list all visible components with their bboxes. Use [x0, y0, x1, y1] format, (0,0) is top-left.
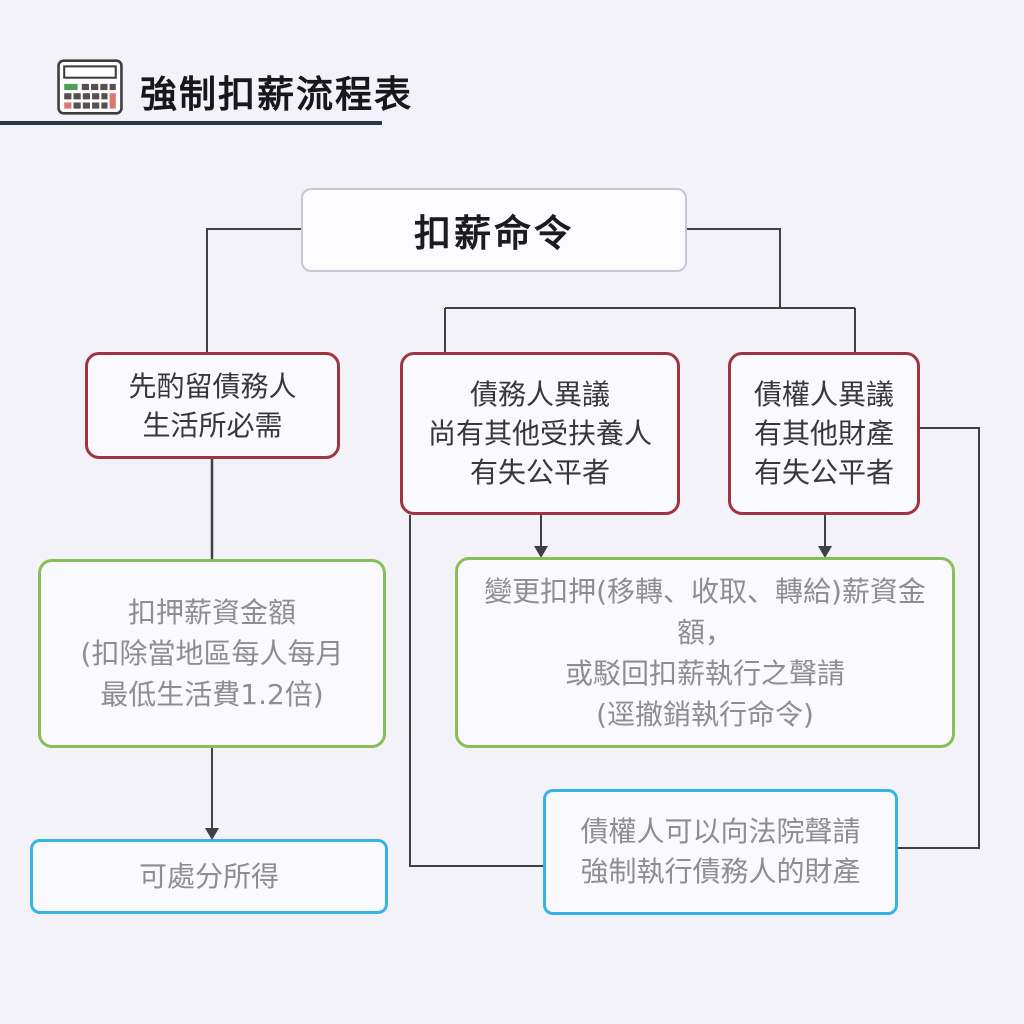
node-text-line: 扣押薪資金額 — [127, 596, 296, 629]
arrowhead-modify-left — [534, 546, 548, 558]
node-garnishment-order-label: 扣薪命令 — [414, 212, 574, 255]
connector-order-branch — [685, 228, 781, 308]
node-garnished-amount: 扣押薪資金額 (扣除當地區每人每月 最低生活費1.2倍) — [38, 559, 386, 748]
node-enforce-property: 債權人可以向法院聲請 強制執行債務人的財產 — [543, 789, 898, 915]
page-title: 強制扣薪流程表 — [140, 73, 413, 116]
node-creditor-objection: 債權人異議 有其他財產 有失公平者 — [728, 352, 920, 515]
node-disposable-income: 可處分所得 — [30, 839, 388, 914]
node-debtor-objection: 債務人異議 尚有其他受扶養人 有失公平者 — [400, 352, 680, 515]
node-text-line: 或駁回扣薪執行之聲請 — [564, 656, 845, 690]
calculator-icon — [57, 59, 123, 115]
node-text-line: 有失公平者 — [469, 456, 610, 489]
node-reserve-living-needs: 先酌留債務人 生活所必需 — [85, 352, 340, 459]
connector-order-to-reserve — [206, 228, 303, 353]
title-underline — [0, 121, 382, 125]
node-text-line: 有失公平者 — [753, 456, 894, 489]
connector-debtor-to-enforce — [409, 515, 543, 867]
node-text-line: 變更扣押(移轉、收取、轉給)薪資金額， — [484, 574, 926, 649]
node-text-line: 債權人異議 — [753, 378, 894, 411]
node-text-line: 尚有其他受扶養人 — [427, 417, 652, 450]
node-text-line: 可處分所得 — [138, 859, 279, 893]
node-text-line: (扣除當地區每人每月 — [80, 637, 344, 670]
node-garnishment-order: 扣薪命令 — [301, 188, 687, 272]
node-text-line: 債務人異議 — [469, 378, 610, 411]
node-text-line: 最低生活費1.2倍) — [100, 678, 324, 711]
node-text-line: 生活所必需 — [142, 408, 283, 442]
node-text-line: 有其他財產 — [753, 417, 894, 450]
node-text-line: (逕撤銷執行命令) — [596, 697, 814, 731]
arrowhead-disposable — [205, 828, 219, 840]
node-text-line: 強制執行債務人的財產 — [580, 855, 861, 888]
node-modify-order: 變更扣押(移轉、收取、轉給)薪資金額， 或駁回扣薪執行之聲請 (逕撤銷執行命令) — [455, 557, 955, 748]
arrowhead-modify-right — [818, 546, 832, 558]
node-text-line: 先酌留債務人 — [128, 369, 297, 403]
connector-creditor-to-enforce — [898, 427, 980, 849]
node-text-line: 債權人可以向法院聲請 — [580, 815, 861, 848]
